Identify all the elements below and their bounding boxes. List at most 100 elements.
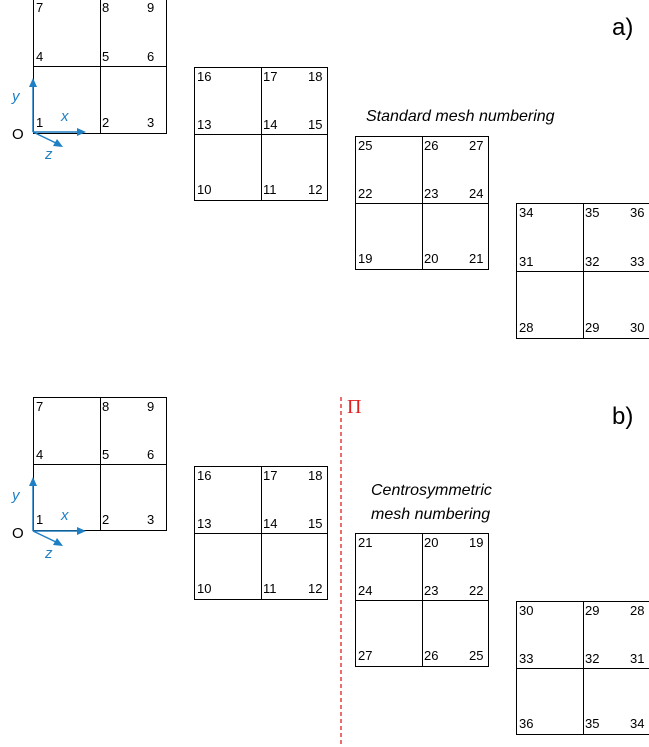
node-number: 35 — [585, 205, 600, 220]
node-number: 14 — [263, 516, 278, 531]
mesh-divider-horizontal — [356, 600, 488, 601]
panel-b-label: b) — [612, 403, 634, 430]
node-number: 3 — [147, 115, 155, 130]
mesh-block: 7 8 9 4 5 6 1 2 3 — [33, 397, 167, 531]
z-axis-label: z — [45, 545, 53, 562]
node-number: 6 — [147, 49, 155, 64]
mesh-block: 16 17 18 13 14 15 10 11 12 — [194, 67, 328, 201]
z-axis-label: z — [45, 146, 53, 163]
coordinate-axes — [29, 477, 86, 546]
x-axis-label: x — [61, 507, 69, 524]
node-number: 29 — [585, 320, 600, 335]
node-number: 32 — [585, 651, 600, 666]
node-number: 8 — [102, 399, 110, 414]
node-number: 22 — [358, 186, 373, 201]
node-number: 34 — [630, 716, 645, 731]
node-number: 34 — [519, 205, 534, 220]
node-number: 8 — [102, 0, 110, 15]
node-number: 2 — [102, 512, 110, 527]
node-number: 27 — [469, 138, 484, 153]
node-number: 2 — [102, 115, 110, 130]
mesh-divider-horizontal — [517, 668, 649, 669]
node-number: 10 — [197, 581, 212, 596]
node-number: 36 — [630, 205, 645, 220]
node-number: 17 — [263, 69, 278, 84]
node-number: 15 — [308, 516, 323, 531]
y-axis-label: y — [12, 88, 20, 105]
node-number: 30 — [630, 320, 645, 335]
node-number: 19 — [469, 535, 484, 550]
node-number: 15 — [308, 117, 323, 132]
node-number: 7 — [36, 0, 44, 15]
node-number: 13 — [197, 117, 212, 132]
node-number: 33 — [630, 254, 645, 269]
node-number: 36 — [519, 716, 534, 731]
node-number: 14 — [263, 117, 278, 132]
node-number: 6 — [147, 447, 155, 462]
node-number: 7 — [36, 399, 44, 414]
panel-b-caption-line2: mesh numbering — [371, 506, 491, 523]
node-number: 18 — [308, 468, 323, 483]
mesh-divider-horizontal — [517, 271, 649, 272]
node-number: 20 — [424, 535, 439, 550]
node-number: 26 — [424, 138, 439, 153]
node-number: 16 — [197, 69, 212, 84]
node-number: 32 — [585, 254, 600, 269]
origin-label: O — [12, 525, 24, 542]
node-number: 18 — [308, 69, 323, 84]
node-number: 35 — [585, 716, 600, 731]
mesh-block: 7 8 9 4 5 6 1 2 3 — [33, 0, 167, 134]
panel-a-label: a) — [612, 14, 634, 41]
node-number: 5 — [102, 447, 110, 462]
node-number: 29 — [585, 603, 600, 618]
node-number: 11 — [263, 581, 277, 596]
node-number: 31 — [630, 651, 645, 666]
node-number: 10 — [197, 182, 212, 197]
node-number: 21 — [358, 535, 373, 550]
mesh-block: 34 35 36 31 32 33 28 29 30 — [516, 203, 649, 339]
node-number: 1 — [36, 115, 44, 130]
x-axis-label: x — [61, 108, 69, 125]
node-number: 21 — [469, 251, 484, 266]
node-number: 26 — [424, 648, 439, 663]
node-number: 27 — [358, 648, 373, 663]
node-number: 16 — [197, 468, 212, 483]
node-number: 19 — [358, 251, 373, 266]
node-number: 9 — [147, 399, 155, 414]
mesh-divider-horizontal — [34, 66, 166, 67]
node-number: 3 — [147, 512, 155, 527]
node-number: 5 — [102, 49, 110, 64]
node-number: 23 — [424, 583, 439, 598]
node-number: 4 — [36, 447, 44, 462]
mesh-divider-horizontal — [356, 203, 488, 204]
node-number: 28 — [519, 320, 534, 335]
coordinate-axes — [29, 78, 86, 147]
mesh-block: 21 20 19 24 23 22 27 26 25 — [355, 533, 489, 667]
node-number: 22 — [469, 583, 484, 598]
y-axis-label: y — [12, 487, 20, 504]
panel-a-caption: Standard mesh numbering — [366, 108, 555, 125]
node-number: 12 — [308, 581, 323, 596]
node-number: 11 — [263, 182, 277, 197]
node-number: 24 — [358, 583, 373, 598]
mesh-divider-horizontal — [195, 533, 327, 534]
node-number: 23 — [424, 186, 439, 201]
symmetry-plane-label: Π — [347, 396, 362, 418]
node-number: 31 — [519, 254, 534, 269]
node-number: 20 — [424, 251, 439, 266]
node-number: 13 — [197, 516, 212, 531]
node-number: 25 — [469, 648, 484, 663]
node-number: 9 — [147, 0, 155, 15]
node-number: 30 — [519, 603, 534, 618]
node-number: 4 — [36, 49, 44, 64]
node-number: 1 — [36, 512, 44, 527]
mesh-divider-horizontal — [34, 464, 166, 465]
node-number: 12 — [308, 182, 323, 197]
symmetry-plane-line — [340, 397, 342, 747]
origin-label: O — [12, 126, 24, 143]
